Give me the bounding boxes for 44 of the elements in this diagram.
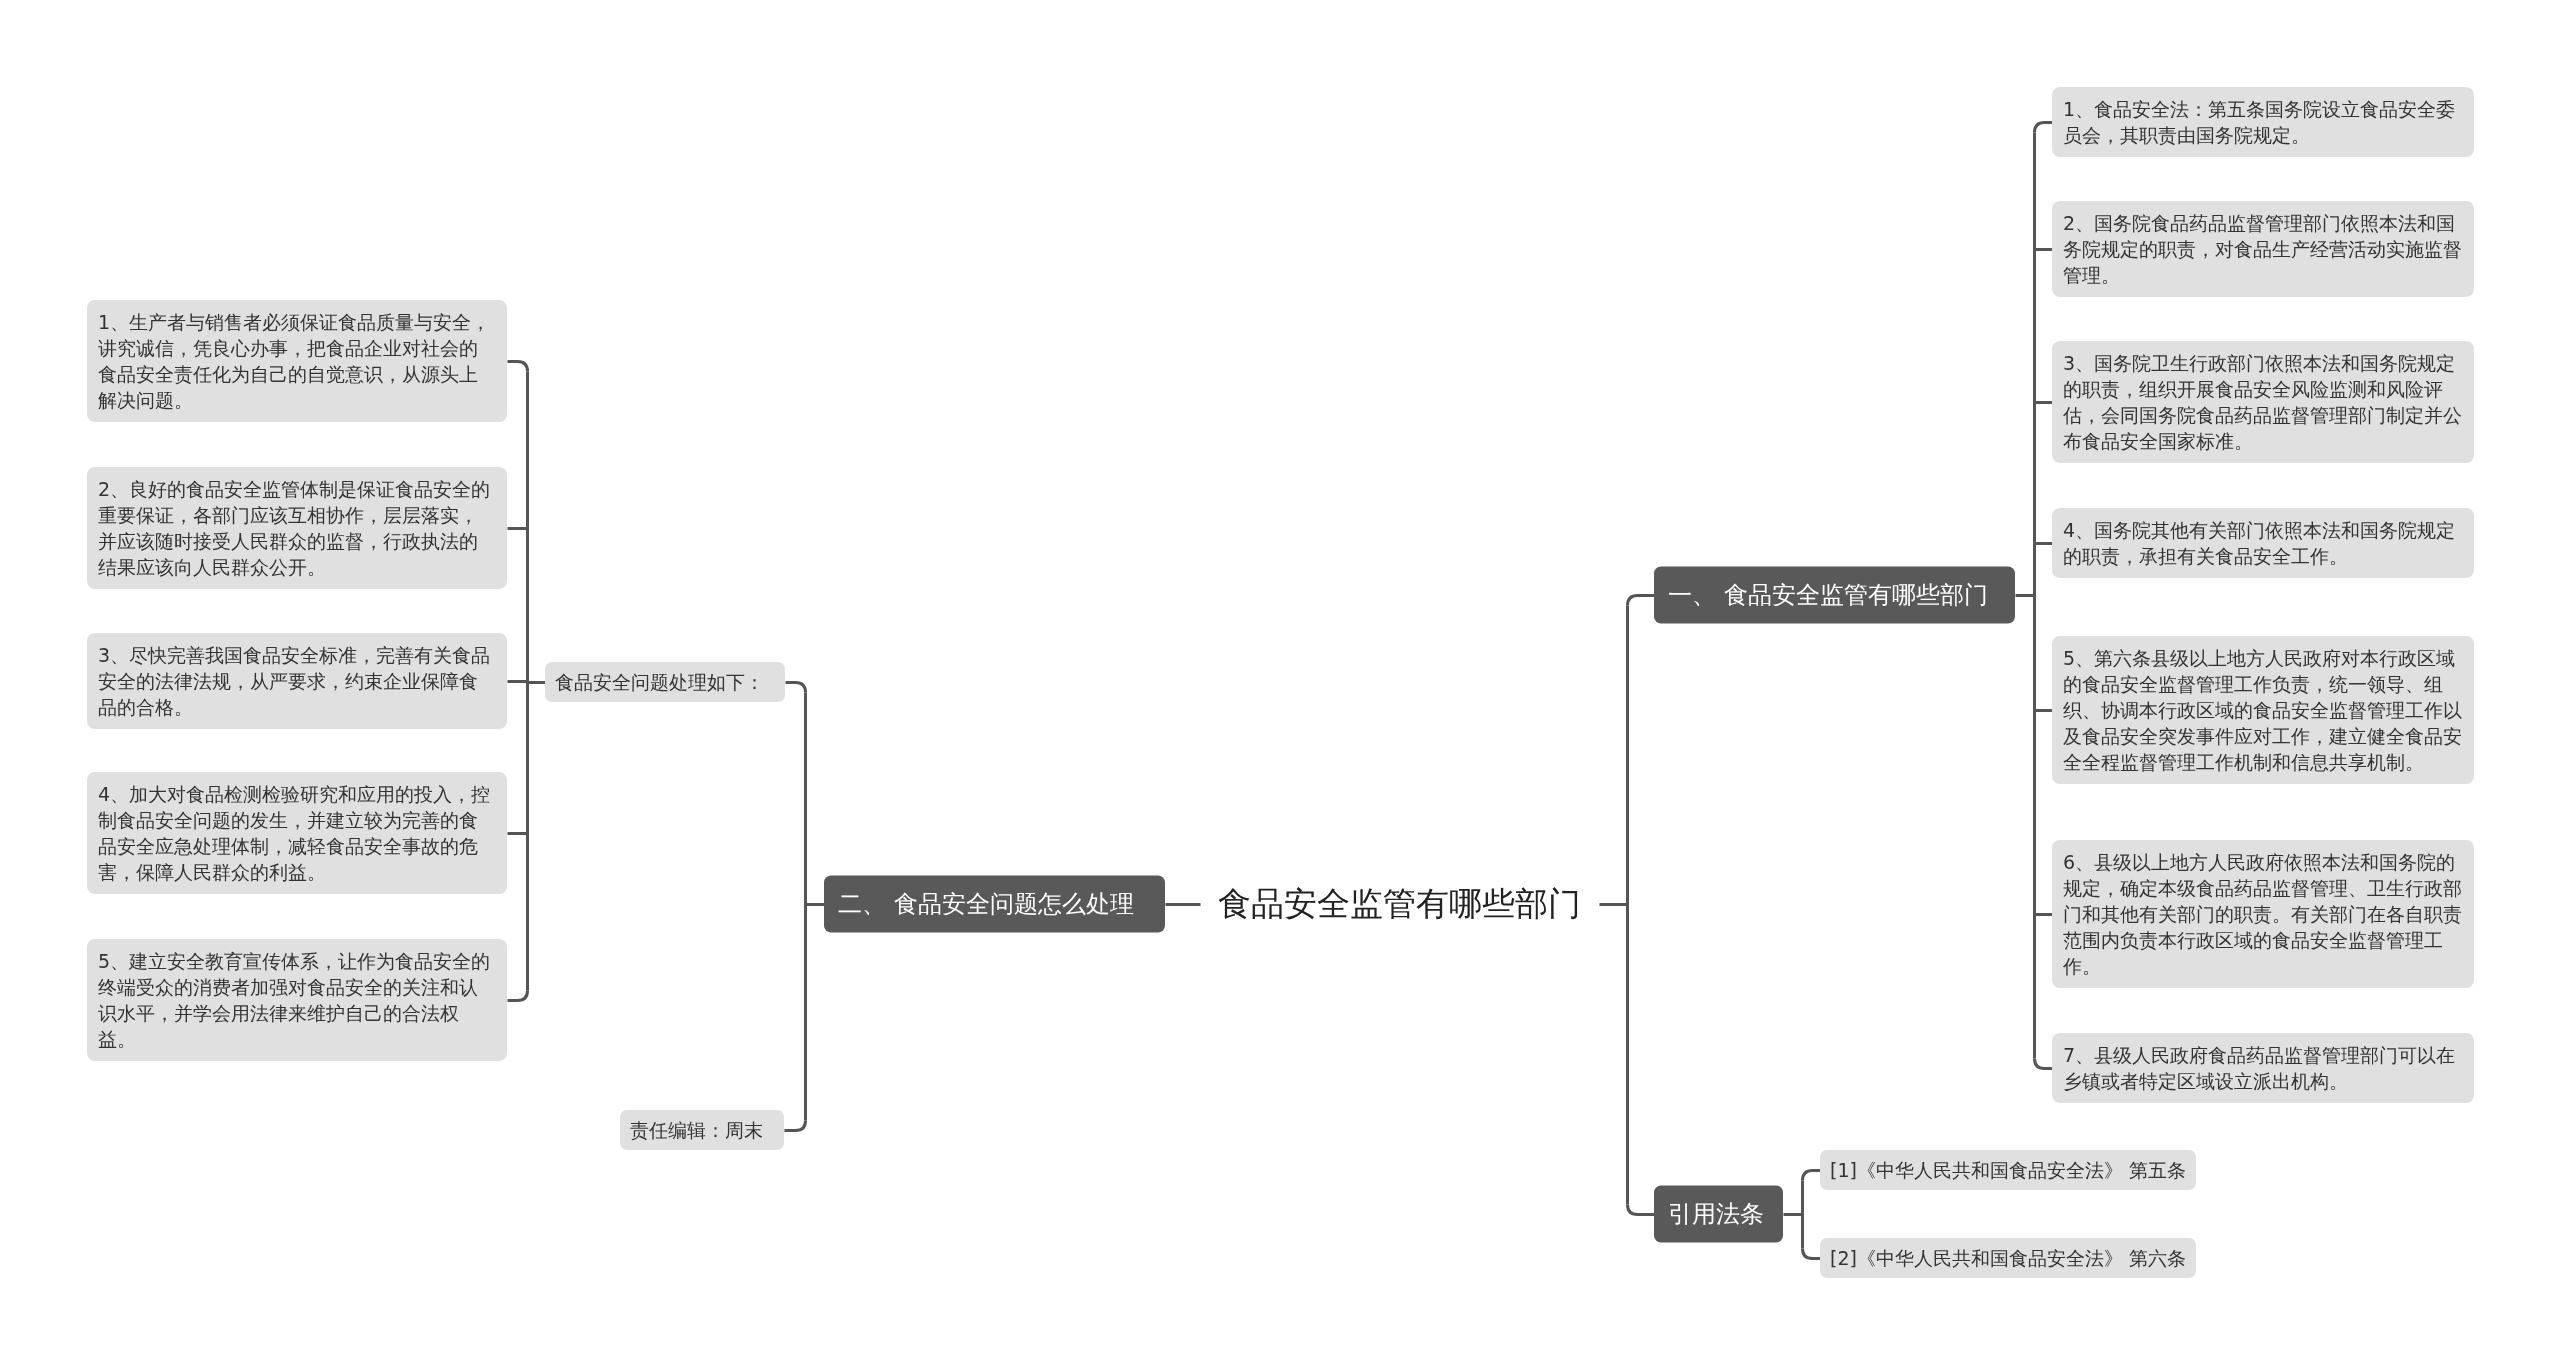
connector-line: [2034, 542, 2053, 545]
connector-line: [507, 680, 528, 683]
detail-card: 2、国务院食品药品监督管理部门依照本法和国务院规定的职责，对食品生产经营活动实施监督管理。: [2052, 201, 2474, 297]
connector-line: [2034, 401, 2053, 404]
connector-line: [784, 1120, 807, 1132]
detail-card: 2、良好的食品安全监管体制是保证食品安全的重要保证，各部门应该互相协作，层层落实，并应该随时接受人民群众的监督，行政执法的结果应该向人民群众公开。: [87, 467, 507, 589]
detail-card: 4、加大对食品检测检验研究和应用的投入，控制食品安全问题的发生，并建立较为完善的食品安全应急处理体制，减轻食品安全事故的危害，保障人民群众的利益。: [87, 772, 507, 894]
detail-card: 7、县级人民政府食品药品监督管理部门可以在乡镇或者特定区域设立派出机构。: [2052, 1033, 2474, 1103]
connector-line: [2034, 913, 2053, 916]
connector-trunk: [1598, 604, 1629, 1206]
connector-line: [507, 832, 528, 835]
subtopic: [1]《中华人民共和国食品安全法》 第五条: [1820, 1150, 2196, 1190]
connector-trunk: [526, 370, 547, 992]
branch-topic: 引用法条: [1654, 1185, 1783, 1243]
branch-topic: 一、 食品安全监管有哪些部门: [1654, 566, 2015, 624]
connector-trunk: [804, 691, 826, 1122]
connector-line: [1801, 1248, 1821, 1260]
connector-line: [2033, 1058, 2053, 1070]
central-topic: 食品安全监管有哪些部门: [1200, 880, 1599, 928]
connector-line: [507, 527, 528, 530]
detail-card: 6、县级以上地方人民政府依照本法和国务院的规定，确定本级食品药品监督管理、卫生行政部门和其他有关部门的职责。有关部门在各自职责范围内负责本行政区域的食品安全监督管理工作。: [2052, 840, 2474, 988]
connector-line: [1626, 594, 1655, 606]
detail-card: 3、国务院卫生行政部门依照本法和国务院规定的职责，组织开展食品安全风险监测和风险评估，会同国务院食品药品监督管理部门制定并公布食品安全国家标准。: [2052, 341, 2474, 463]
branch-topic: 二、 食品安全问题怎么处理: [824, 875, 1165, 933]
connector-line: [2033, 121, 2053, 133]
detail-card: 3、尽快完善我国食品安全标准，完善有关食品安全的法律法规，从严要求，约束企业保障食品的合格。: [87, 633, 507, 729]
detail-card: 5、第六条县级以上地方人民政府对本行政区域的食品安全监督管理工作负责，统一领导、组织、协调本行政区域的食品安全监督管理工作以及食品安全突发事件应对工作，建立健全食品安全全程监督管理工作机制和信息共享机制。: [2052, 636, 2474, 784]
connector-trunk: [2014, 131, 2036, 1060]
detail-card: 1、食品安全法：第五条国务院设立食品安全委员会，其职责由国务院规定。: [2052, 87, 2474, 157]
subtopic: [2]《中华人民共和国食品安全法》 第六条: [1820, 1238, 2196, 1278]
connector-line: [1626, 1204, 1655, 1216]
connector-trunk: [1782, 1179, 1804, 1250]
connector-line: [2034, 248, 2053, 251]
connector-line: [1801, 1169, 1821, 1181]
detail-card: 5、建立安全教育宣传体系，让作为食品安全的终端受众的消费者加强对食品安全的关注和认识水平，并学会用法律来维护自己的合法权益。: [87, 939, 507, 1061]
subtopic: 食品安全问题处理如下：: [545, 662, 785, 702]
connector-line: [507, 990, 529, 1002]
detail-card: 4、国务院其他有关部门依照本法和国务院规定的职责，承担有关食品安全工作。: [2052, 508, 2474, 578]
connector-line: [1165, 903, 1201, 906]
detail-card: 1、生产者与销售者必须保证食品质量与安全，讲究诚信，凭良心办事，把食品企业对社会的食品安全责任化为自己的自觉意识，从源头上解决问题。: [87, 300, 507, 422]
connector-line: [507, 360, 529, 372]
connector-line: [785, 681, 807, 693]
connector-line: [2034, 709, 2053, 712]
subtopic: 责任编辑：周末: [620, 1110, 784, 1150]
